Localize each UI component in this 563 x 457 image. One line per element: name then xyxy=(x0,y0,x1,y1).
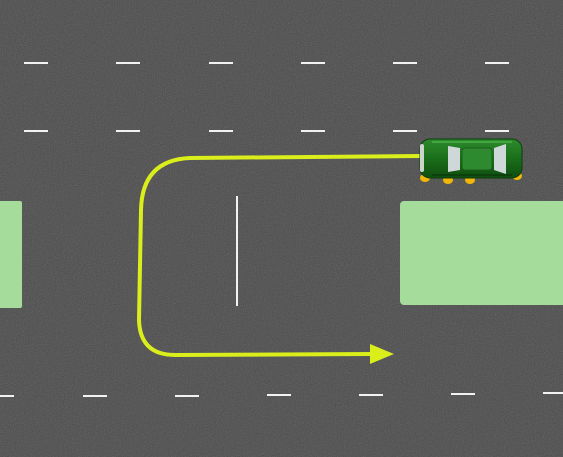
grass-median-right xyxy=(400,201,563,305)
u-turn-arrow-icon xyxy=(137,154,422,364)
car-icon xyxy=(419,138,523,184)
lane-markings-bottom xyxy=(0,392,563,397)
grass-median-left xyxy=(0,201,22,308)
